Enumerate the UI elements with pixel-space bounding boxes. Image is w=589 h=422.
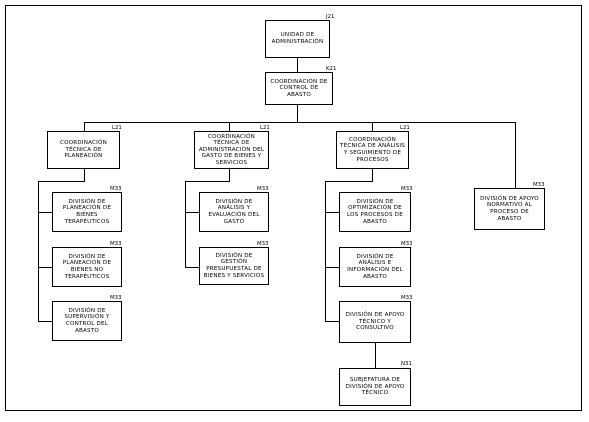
node-ct-planeacion: COORDINACIÓN TÉCNICA DE PLANEACIÓN <box>47 131 120 169</box>
node-div-apoyo-normativo: DIVISIÓN DE APOYO NORMATIVO AL PROCESO D… <box>474 188 545 230</box>
node-label: DIVISIÓN DE ANÁLISIS E INFORMACIÓN DEL A… <box>347 253 403 280</box>
node-ct-admin-gasto: COORDINACIÓN TÉCNICA DE ADMINISTRACIÓN D… <box>194 131 269 169</box>
connector <box>325 181 326 321</box>
level-code: M33 <box>533 182 545 188</box>
connector <box>185 181 230 182</box>
level-code: M33 <box>110 295 122 301</box>
node-label: DIVISIÓN DE APOYO NORMATIVO AL PROCESO D… <box>480 195 539 222</box>
node-label: DIVISIÓN DE GESTIÓN PRESUPUESTAL DE BIEN… <box>203 252 265 279</box>
node-label: DIVISIÓN DE PLANEACIÓN DE BIENES NO TERA… <box>62 253 112 280</box>
level-code: M33 <box>401 241 413 247</box>
node-label: DIVISIÓN DE ANÁLISIS Y EVALUACIÓN DEL GA… <box>208 198 260 225</box>
connector <box>325 212 339 213</box>
node-label: UNIDAD DE ADMINISTRACIÓN <box>271 32 324 45</box>
node-div-planeacion-no-terapeuticos: DIVISIÓN DE PLANEACIÓN DE BIENES NO TERA… <box>52 247 122 287</box>
connector <box>38 321 52 322</box>
level-code: M33 <box>257 186 269 192</box>
node-label: COORDINACIÓN TÉCNICA DE PLANEACIÓN <box>59 140 107 160</box>
level-code: M33 <box>110 241 122 247</box>
level-code: L21 <box>400 125 410 131</box>
level-code: M33 <box>257 241 269 247</box>
node-div-analisis-informacion: DIVISIÓN DE ANÁLISIS E INFORMACIÓN DEL A… <box>339 247 411 287</box>
connector <box>372 169 373 181</box>
connector <box>375 343 376 368</box>
node-div-apoyo-tecnico: DIVISIÓN DE APOYO TÉCNICO Y CONSULTIVO <box>339 301 411 343</box>
node-div-supervision-control: DIVISIÓN DE SUPERVISIÓN Y CONTROL DEL AB… <box>52 301 122 341</box>
node-label: COORDINACIÓN TÉCNICA DE ADMINISTRACIÓN D… <box>198 133 265 166</box>
connector <box>325 267 339 268</box>
connector <box>325 321 339 322</box>
node-coordinacion-control-abasto: COORDINACIÓN DE CONTROL DE ABASTO <box>265 72 333 105</box>
connector <box>84 122 515 123</box>
node-div-planeacion-terapeuticos: DIVISIÓN DE PLANEACIÓN DE BIENES TERAPÉU… <box>52 192 122 232</box>
connector <box>84 122 85 131</box>
connector <box>38 181 39 321</box>
connector <box>185 267 199 268</box>
diagram-frame <box>5 5 582 411</box>
node-div-optimizacion-procesos: DIVISIÓN DE OPTIMIZACIÓN DE LOS PROCESOS… <box>339 192 411 232</box>
connector <box>38 181 85 182</box>
connector <box>185 212 199 213</box>
level-code: L21 <box>260 125 270 131</box>
node-label: DIVISIÓN DE OPTIMIZACIÓN DE LOS PROCESOS… <box>347 198 403 225</box>
node-ct-analisis-seguimiento: COORDINACIÓN TÉCNICA DE ANÁLISIS Y SEGUI… <box>336 131 409 169</box>
connector <box>84 169 85 181</box>
node-label: DIVISIÓN DE PLANEACIÓN DE BIENES TERAPÉU… <box>62 198 112 225</box>
level-code: L21 <box>112 125 122 131</box>
node-label: COORDINACIÓN TÉCNICA DE ANÁLISIS Y SEGUI… <box>340 136 405 163</box>
connector <box>372 122 373 131</box>
node-div-gestion-presupuestal: DIVISIÓN DE GESTIÓN PRESUPUESTAL DE BIEN… <box>199 247 269 285</box>
level-code: M33 <box>401 186 413 192</box>
node-div-analisis-gasto: DIVISIÓN DE ANÁLISIS Y EVALUACIÓN DEL GA… <box>199 192 269 232</box>
level-code: J21 <box>326 14 335 20</box>
connector <box>185 181 186 267</box>
connector <box>325 181 373 182</box>
connector <box>229 122 230 131</box>
node-label: DIVISIÓN DE APOYO TÉCNICO Y CONSULTIVO <box>345 312 405 332</box>
connector <box>297 105 298 122</box>
connector <box>38 212 52 213</box>
connector <box>38 267 52 268</box>
connector <box>229 169 230 181</box>
node-label: SUBJEFATURA DE DIVISIÓN DE APOYO TÉCNICO <box>345 377 405 397</box>
node-unidad-administracion: UNIDAD DE ADMINISTRACIÓN <box>265 20 330 58</box>
node-label: DIVISIÓN DE SUPERVISIÓN Y CONTROL DEL AB… <box>64 307 110 334</box>
level-code: N31 <box>401 361 412 367</box>
connector <box>515 122 516 188</box>
level-code: M33 <box>110 186 122 192</box>
level-code: K21 <box>326 66 337 72</box>
level-code: M33 <box>401 295 413 301</box>
node-subjefatura-apoyo-tecnico: SUBJEFATURA DE DIVISIÓN DE APOYO TÉCNICO <box>339 368 411 406</box>
connector <box>297 58 298 72</box>
node-label: COORDINACIÓN DE CONTROL DE ABASTO <box>270 78 328 98</box>
